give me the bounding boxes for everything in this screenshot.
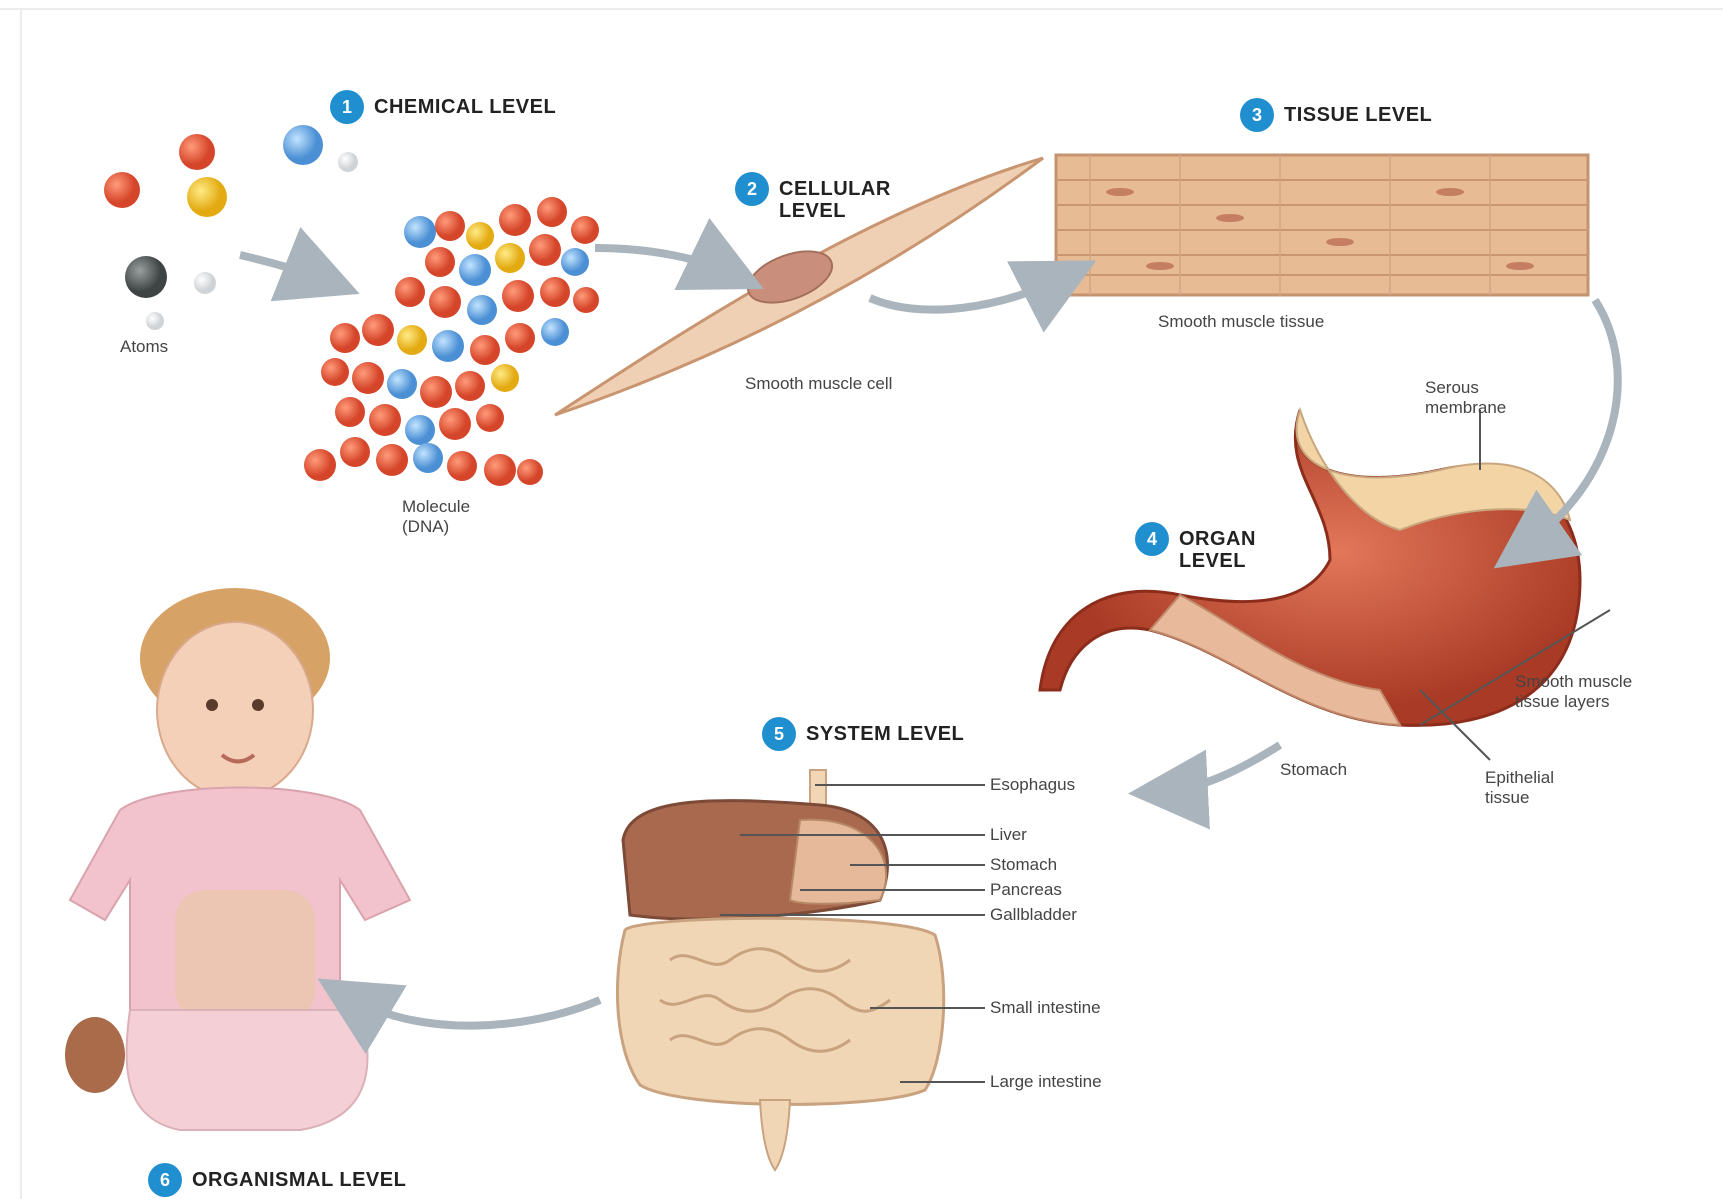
atoms-illustration (104, 125, 358, 330)
level-title-chemical: CHEMICAL LEVEL (374, 90, 556, 118)
label-atoms: Atoms (120, 337, 168, 357)
label-large-intestine: Large intestine (990, 1072, 1102, 1092)
level-system: 5 SYSTEM LEVEL (762, 717, 964, 751)
label-smooth-muscle-layers: Smooth muscle tissue layers (1515, 672, 1632, 712)
label-gallbladder: Gallbladder (990, 905, 1077, 925)
level-badge-3: 3 (1240, 98, 1274, 132)
label-pancreas: Pancreas (990, 880, 1062, 900)
digestive-system-illustration (617, 770, 943, 1170)
dna-molecule-illustration (304, 197, 599, 486)
level-title-organismal: ORGANISMAL LEVEL (192, 1163, 406, 1191)
level-badge-2: 2 (735, 172, 769, 206)
level-title-cellular: CELLULAR LEVEL (779, 172, 891, 222)
label-small-intestine: Small intestine (990, 998, 1101, 1018)
arrow-cell-to-tissue (870, 275, 1068, 310)
label-epithelial-tissue: Epithelial tissue (1485, 768, 1554, 808)
label-stomach-system: Stomach (990, 855, 1057, 875)
child-illustration (65, 588, 410, 1130)
level-badge-4: 4 (1135, 522, 1169, 556)
smooth-muscle-tissue-illustration (1056, 155, 1588, 295)
level-tissue: 3 TISSUE LEVEL (1240, 98, 1432, 132)
arrow-system-to-organism (345, 995, 600, 1026)
level-title-tissue: TISSUE LEVEL (1284, 98, 1432, 126)
level-title-system: SYSTEM LEVEL (806, 717, 964, 745)
label-stomach-organ: Stomach (1280, 760, 1347, 780)
arrow-molecule-to-cell (595, 248, 735, 275)
label-molecule: Molecule (DNA) (402, 497, 470, 537)
label-serous-membrane: Serous membrane (1425, 378, 1506, 418)
level-badge-1: 1 (330, 90, 364, 124)
level-badge-6: 6 (148, 1163, 182, 1197)
arrow-organ-to-system (1160, 745, 1280, 792)
label-liver: Liver (990, 825, 1027, 845)
level-cellular: 2 CELLULAR LEVEL (735, 172, 891, 222)
label-esophagus: Esophagus (990, 775, 1075, 795)
level-chemical: 1 CHEMICAL LEVEL (330, 90, 556, 124)
label-smooth-muscle-cell: Smooth muscle cell (745, 374, 892, 394)
label-smooth-muscle-tissue: Smooth muscle tissue (1158, 312, 1324, 332)
level-badge-5: 5 (762, 717, 796, 751)
arrow-atoms-to-molecule (240, 255, 330, 282)
level-organ: 4 ORGAN LEVEL (1135, 522, 1256, 572)
level-title-organ: ORGAN LEVEL (1179, 522, 1256, 572)
level-organismal: 6 ORGANISMAL LEVEL (148, 1163, 406, 1197)
